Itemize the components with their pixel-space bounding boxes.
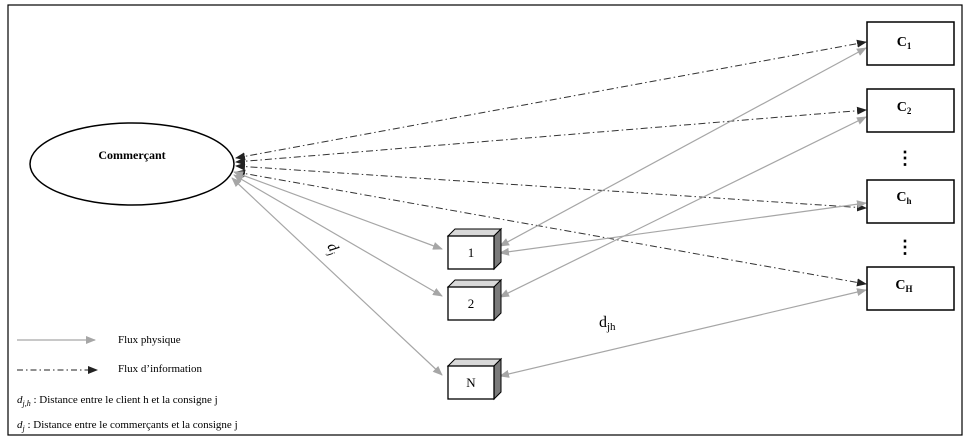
locker-1: 1	[446, 227, 503, 271]
client-node-cH: CH	[866, 266, 955, 311]
client-cH-sub: H	[906, 284, 913, 294]
flow-merchant-locker-n	[231, 177, 443, 376]
locker-2: 2	[446, 278, 503, 322]
svg-text:C2: C2	[897, 100, 912, 116]
legend-physical-label: Flux physique	[118, 334, 181, 346]
client-cH-letter: C	[895, 278, 905, 293]
flow-locker-2-c2	[499, 116, 867, 298]
legend-djh-definition: dj,h : Distance entre le client h et la …	[17, 394, 218, 408]
client-c2-letter: C	[897, 100, 907, 115]
flow-locker-1-ch	[499, 200, 867, 256]
flow-locker-n-cH	[499, 288, 867, 378]
distance-label-djh: djh	[599, 314, 616, 333]
svg-text:Ch: Ch	[896, 190, 911, 206]
distance-label-dj: dj	[322, 240, 343, 258]
info-flow-c1	[235, 39, 867, 161]
locker-n: N	[446, 357, 503, 401]
locker-n-label: N	[466, 375, 476, 390]
legend: Flux physique Flux d’information dj,h : …	[17, 334, 238, 433]
legend-information-label: Flux d’information	[118, 363, 203, 375]
legend-dj-definition: dj : Distance entre le commerçants et la…	[17, 419, 238, 433]
client-node-c2: C2	[866, 88, 955, 133]
svg-text:C1: C1	[897, 35, 912, 51]
ellipsis-1: ⋮	[896, 148, 914, 168]
client-ch-sub: h	[907, 196, 912, 206]
client-node-ch: Ch	[866, 179, 955, 224]
info-flow-c2	[235, 106, 867, 166]
client-node-c1: C1	[866, 21, 955, 66]
flow-locker-1-c1	[499, 47, 867, 247]
physical-flows	[231, 47, 867, 378]
locker-1-label: 1	[468, 245, 475, 260]
client-ch-letter: C	[896, 190, 906, 205]
flow-merchant-locker-1	[233, 171, 443, 250]
client-c1-letter: C	[897, 35, 907, 50]
svg-text:CH: CH	[895, 278, 912, 294]
merchant-node: Commerçant	[29, 122, 235, 206]
locker-2-label: 2	[468, 296, 475, 311]
info-flow-cH	[235, 169, 867, 287]
client-c2-sub: 2	[907, 106, 912, 116]
ellipsis-2: ⋮	[896, 237, 914, 257]
merchant-label: Commerçant	[98, 148, 165, 162]
client-c1-sub: 1	[907, 41, 912, 51]
info-flow-ch	[235, 162, 867, 212]
diagram-border	[7, 4, 963, 436]
